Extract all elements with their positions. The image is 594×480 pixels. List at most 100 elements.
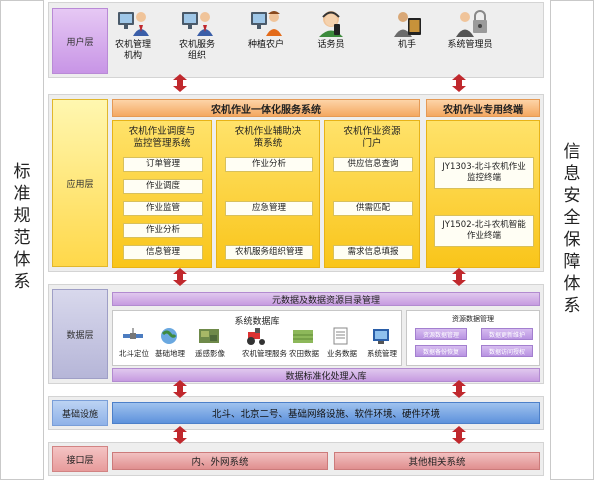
arrow-app-data-left: [173, 268, 187, 286]
farmer-computer-icon: [237, 8, 295, 38]
db-item-6: 系统管理: [367, 326, 397, 359]
terminal-item: JY1303-北斗农机作业 监控终端: [434, 157, 534, 189]
settings-icon: [367, 326, 395, 348]
tractor-icon: [242, 326, 270, 348]
panel-title: 农机作业资源 门户: [343, 126, 401, 149]
side-title-char: 障: [563, 252, 581, 272]
user-label: 农机服务 组织: [178, 40, 215, 61]
standardization-bar: 数据标准化处理入库: [112, 368, 540, 382]
app-panel-decision: 农机作业辅助决 策系统 作业分析 应急管理 农机服务组织管理: [216, 120, 320, 268]
farmland-icon: [289, 326, 317, 348]
side-title-char: 准: [13, 184, 31, 204]
arrow-infra-interface-left: [173, 426, 187, 444]
panel-title: 农机作业调度与 监控管理系统: [128, 126, 196, 149]
interface-layer-label: 接口层: [52, 446, 108, 472]
admin-lock-icon: [441, 8, 499, 38]
db-item-label: 业务数据: [327, 349, 357, 358]
user-label: 种植农户: [247, 40, 284, 50]
db-item-label: 系统管理: [367, 349, 397, 358]
mgmt-item: 数据更新维护: [481, 328, 533, 340]
db-item-5: 业务数据: [327, 326, 357, 359]
side-title-char: 安: [563, 186, 581, 206]
metadata-bar: 元数据及数据资源目录管理: [112, 292, 540, 306]
mgmt-item: 数据访问授权: [481, 345, 533, 357]
arrow-data-infra-left: [173, 380, 187, 398]
user-layer-label: 用户层: [52, 8, 108, 74]
panel-item: 作业调度: [123, 179, 203, 194]
user-1: 农机服务 组织: [168, 8, 226, 62]
app-panel-dispatch: 农机作业调度与 监控管理系统 订单管理 作业调度 作业监管 作业分析 信息管理: [112, 120, 212, 268]
panel-title: 农机作业辅助决 策系统: [234, 126, 302, 149]
user-3: 话务员: [302, 8, 360, 51]
side-title-char: 规: [13, 206, 31, 226]
mgmt-title: 资源数据管理: [452, 315, 494, 323]
side-title-char: 息: [563, 164, 581, 184]
panel-item: 作业监管: [123, 201, 203, 216]
db-item-label: 北斗定位: [119, 349, 149, 358]
db-item-label: 农田数据: [289, 349, 319, 358]
resource-mgmt-box: 资源数据管理 资源数据管理 数据更新维护 数据备份恢复 数据访问授权: [406, 310, 540, 366]
user-label: 话务员: [317, 40, 345, 50]
db-item-0: 北斗定位: [119, 326, 149, 359]
person-computer-icon: [168, 8, 226, 38]
user-2: 种植农户: [237, 8, 295, 51]
integrated-system-bar: 农机作业一体化服务系统: [112, 99, 420, 117]
infra-bar: 北斗、北京二号、基础网络设施、软件环境、硬件环境: [112, 402, 540, 424]
user-5: 系统管理员: [441, 8, 499, 51]
arrow-app-data-right: [452, 268, 466, 286]
side-title-char: 体: [563, 274, 581, 294]
side-title-char: 体: [13, 250, 31, 270]
operator-phone-icon: [302, 8, 360, 38]
db-item-label: 基础地理: [155, 349, 185, 358]
terminal-item: JY1502-北斗农机智能 作业终端: [434, 215, 534, 247]
interface-right-bar: 其他相关系统: [334, 452, 540, 470]
driver-tablet-icon: [378, 8, 436, 38]
arrow-infra-interface-right: [452, 426, 466, 444]
globe-icon: [155, 326, 183, 348]
side-title-char: 保: [563, 230, 581, 250]
terminal-title-bar: 农机作业专用终端: [426, 99, 540, 117]
arrow-user-app-left: [173, 74, 187, 92]
panel-item: 农机服务组织管理: [225, 245, 313, 260]
db-item-label: 遥感影像: [195, 349, 225, 358]
db-item-3: 农机管理服务: [242, 326, 287, 359]
standards-system-title: 标准规范体系: [1, 161, 43, 293]
document-icon: [327, 326, 355, 348]
side-title-char: 全: [563, 208, 581, 228]
panel-item: 需求信息填报: [333, 245, 413, 260]
panel-item: 作业分析: [123, 223, 203, 238]
infra-layer-label: 基础设施: [52, 400, 108, 426]
side-title-char: 系: [13, 272, 31, 292]
side-title-char: 信: [563, 142, 581, 162]
mgmt-item: 数据备份恢复: [415, 345, 467, 357]
left-side-column: 标准规范体系: [0, 0, 44, 480]
db-item-4: 农田数据: [289, 326, 319, 359]
user-label: 机手: [397, 40, 416, 50]
app-layer-label: 应用层: [52, 99, 108, 267]
side-title-char: 范: [13, 228, 31, 248]
security-system-title: 信息安全保障体系: [551, 141, 593, 317]
side-title-char: 系: [563, 296, 581, 316]
panel-item: 作业分析: [225, 157, 313, 172]
user-0: 农机管理 机构: [104, 8, 162, 62]
db-item-label: 农机管理服务: [242, 349, 287, 358]
user-label: 系统管理员: [447, 40, 493, 50]
data-layer-label: 数据层: [52, 289, 108, 379]
interface-left-bar: 内、外网系统: [112, 452, 328, 470]
db-title: 系统数据库: [234, 317, 280, 327]
side-title-char: 标: [13, 162, 31, 182]
db-item-2: 遥感影像: [195, 326, 225, 359]
panel-item: 信息管理: [123, 245, 203, 260]
satellite-icon: [119, 326, 147, 348]
user-label: 农机管理 机构: [114, 40, 151, 61]
panel-item: 订单管理: [123, 157, 203, 172]
arrow-data-infra-right: [452, 380, 466, 398]
remote-image-icon: [195, 326, 223, 348]
panel-item: 供需匹配: [333, 201, 413, 216]
db-item-1: 基础地理: [155, 326, 185, 359]
mgmt-item: 资源数据管理: [415, 328, 467, 340]
person-computer-icon: [104, 8, 162, 38]
system-database: 系统数据库 北斗定位基础地理 遥感影像 农机管理服务农田数据业务数据 系统管理: [112, 310, 402, 366]
right-side-column: 信息安全保障体系: [550, 0, 594, 480]
